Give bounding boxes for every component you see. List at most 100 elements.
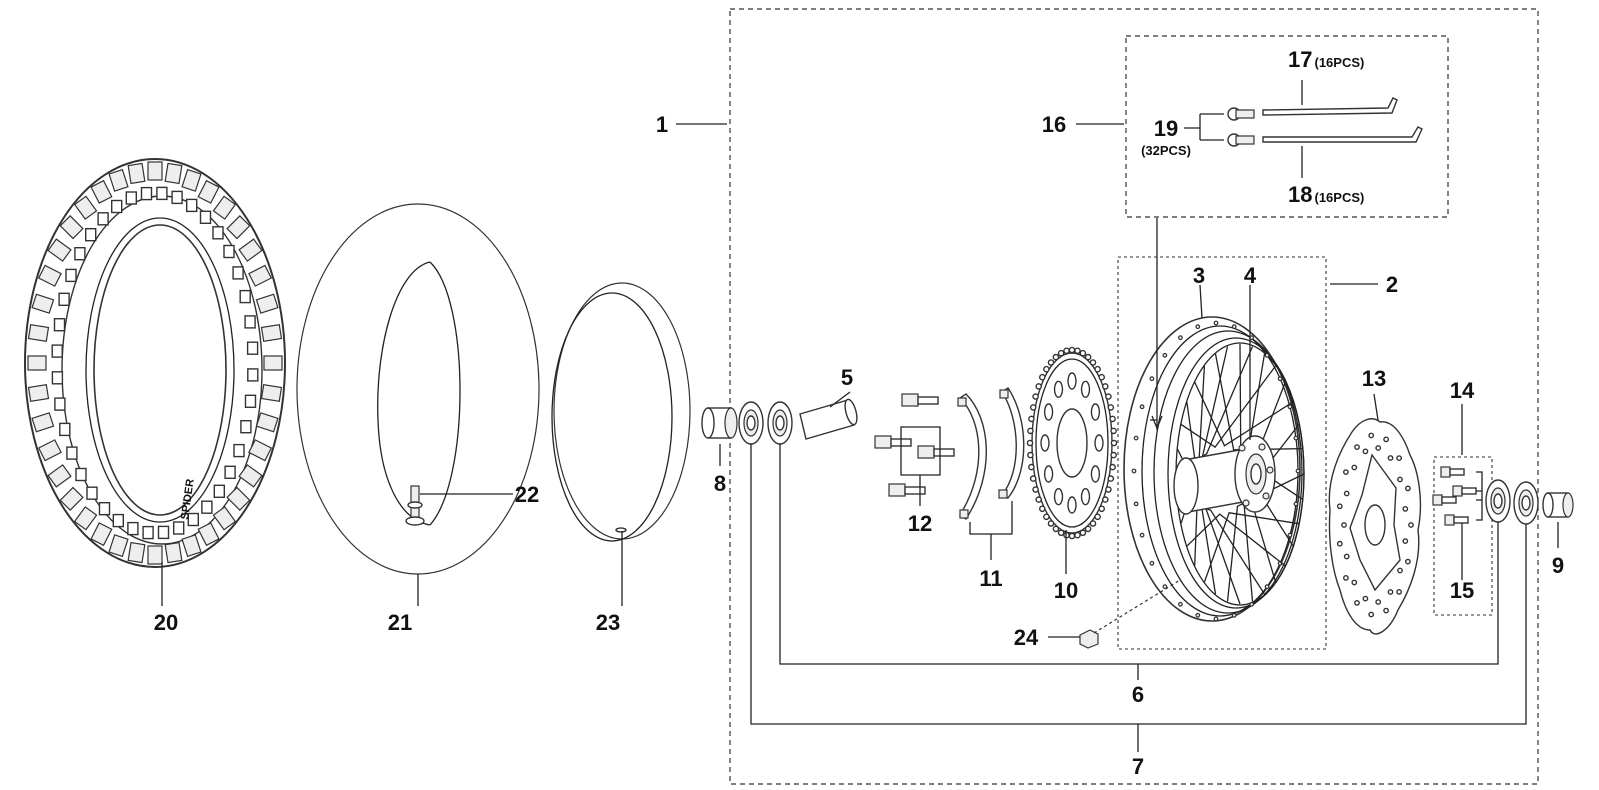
tread-knob	[238, 464, 263, 488]
rim-spoke-hole	[1139, 532, 1145, 538]
tread-knob	[263, 355, 283, 371]
tread-knob	[248, 264, 273, 287]
disc-vent-hole	[1402, 538, 1409, 544]
disc-vent-hole	[1343, 490, 1350, 497]
sprocket-tooth	[1110, 427, 1117, 435]
tread-knob	[164, 162, 183, 185]
tread-knob-inner	[65, 268, 77, 283]
tread-knob-inner	[75, 467, 87, 482]
tire-part-20: SPIDER	[24, 158, 286, 568]
tread-knob-inner	[157, 525, 170, 540]
tread-knob-inner	[240, 420, 252, 434]
spacer-part-8	[701, 407, 738, 439]
tread-knob-inner	[110, 199, 123, 214]
spoke	[1209, 509, 1266, 595]
tread-knob	[90, 179, 113, 204]
callout-2: 2	[1386, 272, 1398, 297]
sprocket-holes	[1040, 372, 1104, 514]
disc-vent-hole	[1375, 599, 1382, 605]
tread-knob	[90, 522, 113, 547]
callout-18-number: 18	[1288, 182, 1312, 207]
tread-knob	[127, 541, 146, 564]
bearing-left-outer-part-7	[738, 401, 764, 445]
disc-vent-hole	[1402, 505, 1409, 512]
tread-knob	[260, 323, 283, 343]
valve-nut-part-24	[1079, 579, 1181, 649]
callout-8: 8	[714, 471, 726, 496]
rim-spoke-hole	[1249, 601, 1254, 607]
spoke	[1200, 346, 1229, 465]
spoke	[1203, 512, 1230, 583]
callout-7: 7	[1132, 754, 1144, 779]
tread-knob	[27, 383, 50, 403]
sprocket-tooth	[1102, 383, 1109, 390]
disc-vent-hole	[1387, 589, 1394, 595]
disc-vent-hole	[1368, 432, 1375, 439]
rim-spoke-hole	[1277, 376, 1283, 382]
disc-vent-hole	[1397, 567, 1403, 574]
disc-vent-hole	[1351, 579, 1358, 586]
callout-6: 6	[1132, 682, 1144, 707]
tread-knob-inner	[51, 371, 64, 385]
callout-17-qty: (16PCS)	[1314, 55, 1364, 70]
callout-21: 21	[388, 610, 412, 635]
tread-knob-inner	[246, 341, 259, 355]
sprocket-tooth	[1039, 505, 1046, 513]
tread-knob	[47, 464, 72, 488]
spoke	[1228, 512, 1300, 525]
tread-knob-inner	[201, 500, 213, 514]
callout-10: 10	[1054, 578, 1078, 603]
sprocket-tooth	[1105, 393, 1112, 400]
disc-vent-hole	[1405, 558, 1411, 565]
tread-knob	[31, 412, 55, 433]
callout-4: 4	[1244, 263, 1257, 288]
callout-24: 24	[1014, 625, 1039, 650]
rim-spoke-hole	[1149, 376, 1155, 382]
tire-tread-knobs	[27, 161, 283, 565]
sprocket-tooth	[1052, 525, 1060, 533]
tread-knob-inner	[66, 446, 78, 460]
rim-spoke-hole	[1133, 435, 1139, 441]
sprocket-tooth	[1089, 359, 1097, 366]
sprocket-lightening-hole	[1090, 403, 1101, 421]
tread-knob	[127, 162, 146, 185]
rim-spoke-hole	[1293, 501, 1299, 507]
sprocket-tooth	[1079, 529, 1087, 537]
tread-knob-inner	[53, 318, 66, 332]
tread-knob	[108, 168, 129, 192]
tread-knob-inner	[172, 521, 185, 535]
spoke	[1202, 500, 1241, 605]
callout-17: 17(16PCS)	[1288, 47, 1364, 72]
rim-spoke-hole	[1195, 612, 1201, 618]
disc-bolts-part-15	[1432, 466, 1483, 526]
tread-knob	[197, 179, 220, 204]
tread-knob-inner	[232, 266, 244, 280]
rim-spoke-hole	[1195, 324, 1201, 330]
callout-19: 19	[1154, 116, 1178, 141]
rim-spoke-hole	[1131, 468, 1137, 474]
bearing-left-inner-part-6	[767, 401, 793, 445]
tread-knob	[37, 439, 62, 462]
callout-3: 3	[1193, 263, 1205, 288]
spoke	[1223, 401, 1294, 447]
sprocket-lightening-hole	[1067, 496, 1077, 514]
disc-vent-hole	[1383, 436, 1390, 443]
rim-spoke-hole	[1293, 435, 1299, 441]
sprocket-tooth	[1057, 529, 1065, 537]
sprocket-tooth	[1094, 365, 1101, 373]
tread-knob-inner	[59, 422, 71, 437]
rim-spoke-hole	[1264, 584, 1270, 590]
tread-knob	[147, 545, 163, 565]
tread-knob	[59, 215, 84, 240]
tread-knob	[37, 264, 62, 287]
tread-knob	[181, 534, 202, 558]
rim-spoke-hole	[1133, 501, 1139, 507]
disc-vent-hole	[1397, 476, 1403, 483]
callout-5: 5	[841, 365, 853, 390]
tread-knob	[248, 439, 273, 462]
sprocket-lightening-hole	[1053, 488, 1064, 506]
tread-knob-inner	[74, 246, 86, 261]
sprocket-tooth	[1084, 525, 1092, 533]
sprocket-tooth	[1068, 346, 1076, 354]
spoke-part-17	[1262, 97, 1398, 116]
